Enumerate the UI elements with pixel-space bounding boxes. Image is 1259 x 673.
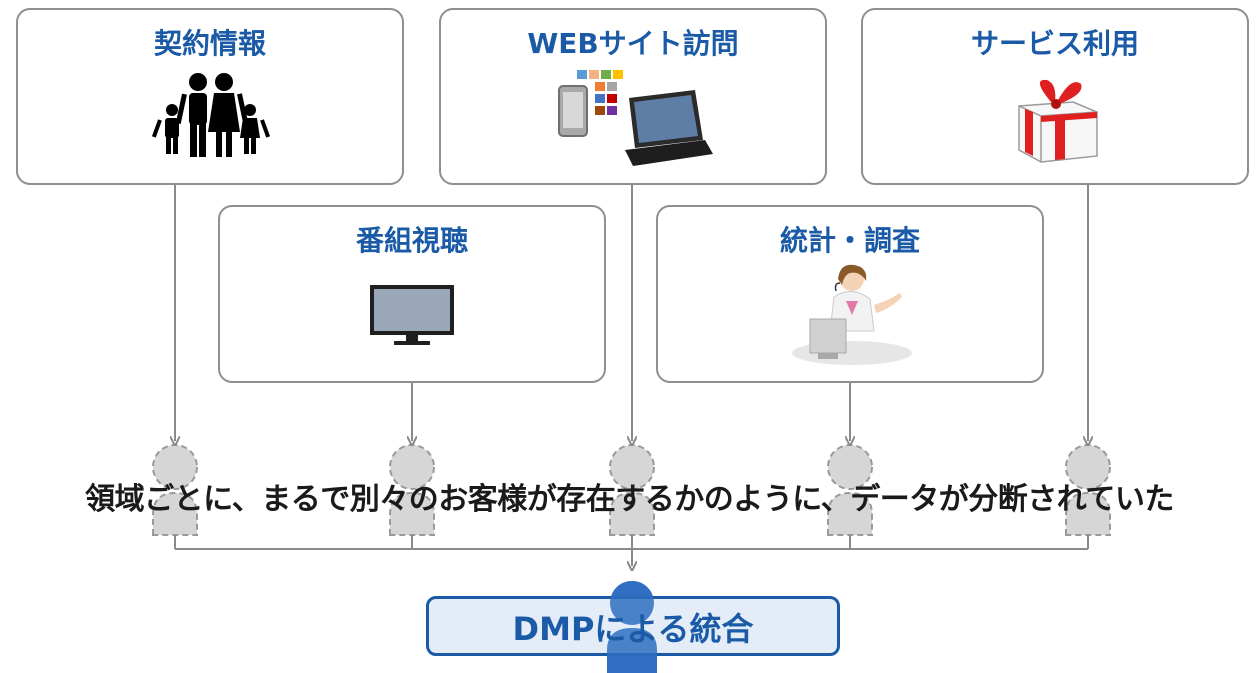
customer-figure-statistics <box>827 444 873 536</box>
merge-lines <box>174 535 1089 566</box>
source-title-service-use: サービス利用 <box>970 27 1139 60</box>
devices-icon <box>558 70 713 166</box>
source-title-contract: 契約情報 <box>153 27 266 60</box>
source-box-web-visit: WEBサイト訪問 <box>439 8 827 185</box>
source-title-web-visit: WEBサイト訪問 <box>527 27 739 60</box>
fragmentation-caption: 領域ごとに、まるで別々のお客様が存在するかのように、データが分断されていた <box>85 482 1174 517</box>
gift-icon <box>1018 79 1098 163</box>
customer-figure-service-use <box>1065 444 1111 536</box>
operator-icon <box>792 264 912 365</box>
family-icon <box>152 73 270 157</box>
source-title-program-viewing: 番組視聴 <box>355 224 468 257</box>
source-box-service-use: サービス利用 <box>861 8 1249 185</box>
customer-figure-web-visit <box>609 444 655 536</box>
dmp-integration-label: DMPによる統合 <box>512 610 754 648</box>
source-box-program-viewing: 番組視聴 <box>218 205 606 383</box>
source-arrows <box>175 185 1088 441</box>
customer-figure-contract <box>152 444 198 536</box>
tv-monitor-icon <box>370 285 454 345</box>
customer-figure-program-viewing <box>389 444 435 536</box>
source-box-statistics-survey: 統計・調査 <box>656 205 1044 383</box>
source-box-contract: 契約情報 <box>16 8 404 185</box>
source-title-statistics-survey: 統計・調査 <box>779 224 920 257</box>
